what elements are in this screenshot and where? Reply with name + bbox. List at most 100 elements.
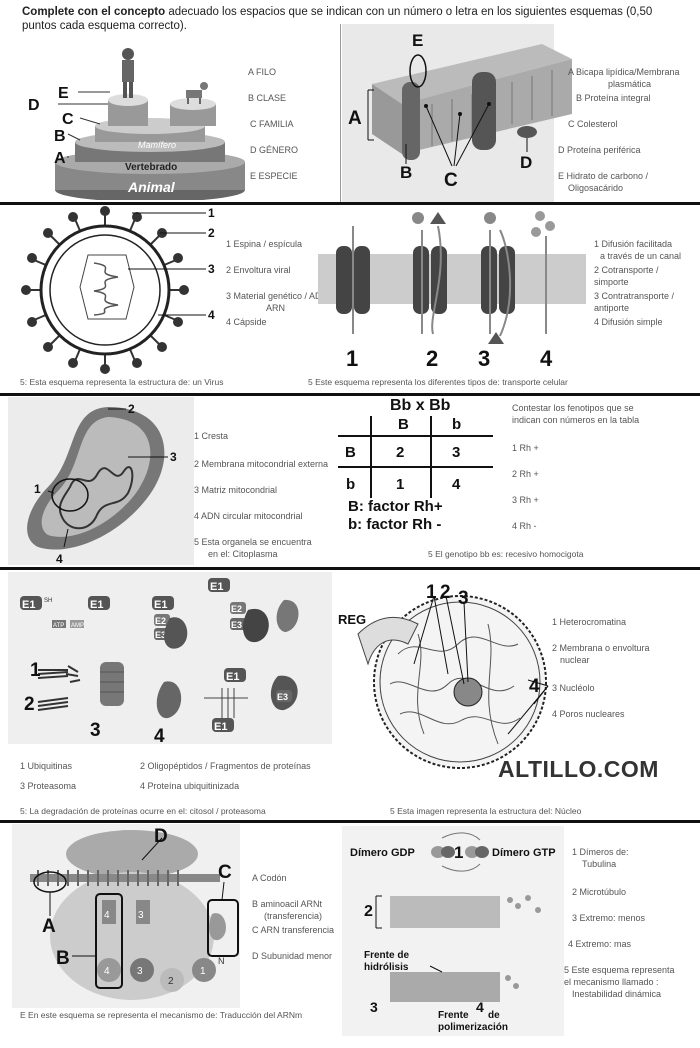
punnett-note-1: B: factor Rh+ (348, 498, 443, 515)
proteo-e2-a: E2 (155, 616, 166, 626)
proteo-num-1: 1 (30, 660, 41, 681)
punnett-col-header-1: B (398, 416, 409, 433)
proteo-e1-e: E1 (226, 671, 239, 683)
pyramid-legend-c: C FAMILIA (250, 119, 294, 129)
pyramid-mamifero-text: Mamífero (138, 140, 176, 150)
proteo-legend-2: 2 Oligopéptidos / Fragmentos de proteína… (140, 761, 311, 771)
nucleus-num-1: 1 (426, 582, 437, 603)
proteo-sh: SH (44, 598, 52, 604)
membrane-transport-figure: 1 2 3 4 (318, 211, 586, 371)
virus-legend-4: 4 Cápside (226, 317, 267, 327)
nucleus-legend-1: 1 Heterocromatina (552, 617, 627, 627)
ribo-n-terminus: N (218, 956, 225, 966)
punnett-answer-3: 3 Rh + (512, 495, 539, 505)
ribo-label-b: B (56, 948, 70, 969)
ribo-label-d: D (154, 826, 168, 847)
micro-num-2: 2 (364, 903, 373, 920)
micro-front-poly-1: Frente (438, 1010, 469, 1021)
membrane-legend-b: B Proteína integral (576, 93, 651, 103)
proteo-e1-c: E1 (154, 599, 167, 611)
nucleus-caption: 5 Esta imagen representa la estructura d… (390, 806, 582, 816)
nucleus-figure: REG 1 2 3 4 (338, 582, 549, 769)
virus-legend-2: 2 Envoltura viral (226, 265, 291, 275)
proteo-legend-3: 3 Proteasoma (20, 781, 77, 791)
pyramid-label-c: C (62, 111, 74, 128)
proteo-atp: ATP (53, 623, 64, 629)
cell-membrane-figure: E A B C D (348, 31, 572, 191)
membrane-label-d: D (520, 153, 532, 172)
punnett-cell-2-2: 4 (452, 476, 461, 493)
mito-num-4: 4 (56, 552, 63, 566)
mitochondria-figure: 2 3 1 4 (27, 402, 177, 566)
transport-legend-2: 2 Cotransporte /simporte (594, 265, 659, 287)
punnett-col-header-2: b (452, 416, 462, 433)
punnett-cell-2-1: 1 (396, 476, 405, 493)
micro-front-hydrolysis-2: hidrólisis (364, 962, 409, 973)
micro-num-4: 4 (476, 999, 484, 1015)
svg-text:4: 4 (104, 910, 110, 921)
membrane-label-b: B (400, 163, 412, 182)
virus-legend-1: 1 Espina / espícula (226, 239, 303, 249)
nucleus-label-reg: REG (338, 612, 366, 627)
membrane-label-c: C (444, 170, 458, 191)
membrane-label-a: A (348, 108, 362, 129)
pyramid-legend-b: B CLASE (248, 93, 287, 103)
punnett-row-header-1: B (345, 444, 356, 461)
micro-legend-2: 2 Microtúbulo (572, 887, 627, 897)
micro-legend-4: 4 Extremo: mas (568, 939, 632, 949)
transport-num-4: 4 (540, 346, 553, 371)
virus-num-3: 3 (208, 262, 215, 276)
transport-num-1: 1 (346, 346, 358, 371)
membrane-legend-c: C Colesterol (568, 119, 618, 129)
virus-num-1: 1 (208, 206, 215, 220)
punnett-cell-1-2: 3 (452, 444, 461, 461)
nucleus-num-3: 3 (458, 588, 469, 609)
pyramid-legend-d: D GÉNERO (250, 145, 299, 155)
proteo-e3-b: E3 (231, 620, 242, 630)
transport-num-2: 2 (426, 346, 438, 371)
membrane-legend-e: E Hidrato de carbono /Oligosacárido (558, 171, 649, 193)
pyramid-label-e: E (58, 85, 69, 102)
pyramid-label-d: D (28, 97, 40, 114)
punnett-cell-1-1: 2 (396, 444, 405, 461)
proteo-amp: AMP (71, 623, 84, 629)
proteo-legend-1: 1 Ubiquitinas (20, 761, 73, 771)
virus-caption: 5: Esta esquema representa la estructura… (20, 377, 224, 387)
membrane-legend-d: D Proteína periférica (558, 145, 641, 155)
proteo-e1-b: E1 (90, 599, 103, 611)
virus-legend-3: 3 Material genético / ADN/ARN (226, 291, 331, 313)
proteo-legend-4: 4 Proteína ubiquitinizada (140, 781, 240, 791)
ribo-caption: E En este esquema se representa el mecan… (20, 1010, 303, 1020)
mito-num-3: 3 (170, 450, 177, 464)
punnett-answer-2: 2 Rh + (512, 469, 539, 479)
svg-text:3: 3 (137, 966, 143, 977)
mito-legend-2: 2 Membrana mitocondrial externa (194, 459, 329, 469)
mito-num-2: 2 (128, 402, 135, 416)
watermark: ALTILLO.COM (498, 756, 659, 782)
genotype-caption: 5 El genotipo bb es: recesivo homocigota (428, 549, 584, 559)
pyramid-legend-a: A FILO (248, 67, 277, 77)
ribosome-translation-figure: 4 3 4 3 2 1 N D C A B (30, 826, 239, 1000)
micro-dimer-gtp: Dímero GTP (492, 847, 556, 859)
proteo-caption: 5: La degradación de proteínas ocurre en… (20, 806, 266, 816)
ribo-legend-c: C ARN transferencia (252, 925, 335, 935)
proteo-num-4: 4 (154, 726, 165, 747)
svg-text:4: 4 (104, 966, 110, 977)
nucleus-legend-3: 3 Nucléolo (552, 683, 595, 693)
pyramid-label-b: B (54, 128, 66, 145)
nucleus-num-2: 2 (440, 582, 451, 603)
punnett-note-2: b: factor Rh - (348, 516, 442, 533)
mito-legend-3: 3 Matriz mitocondrial (194, 485, 278, 495)
ribo-legend-a: A Codón (252, 873, 287, 883)
transport-legend-3: 3 Contratransporte /antiporte (594, 291, 675, 313)
micro-dimer-gdp: Dímero GDP (350, 847, 415, 859)
ribo-legend-d: D Subunidad menor (252, 951, 333, 961)
svg-text:2: 2 (168, 976, 174, 987)
transport-caption: 5 Este esquema representa los diferentes… (308, 377, 568, 387)
virus-num-2: 2 (208, 226, 215, 240)
ribo-label-c: C (218, 862, 232, 883)
proteo-num-2: 2 (24, 694, 35, 715)
